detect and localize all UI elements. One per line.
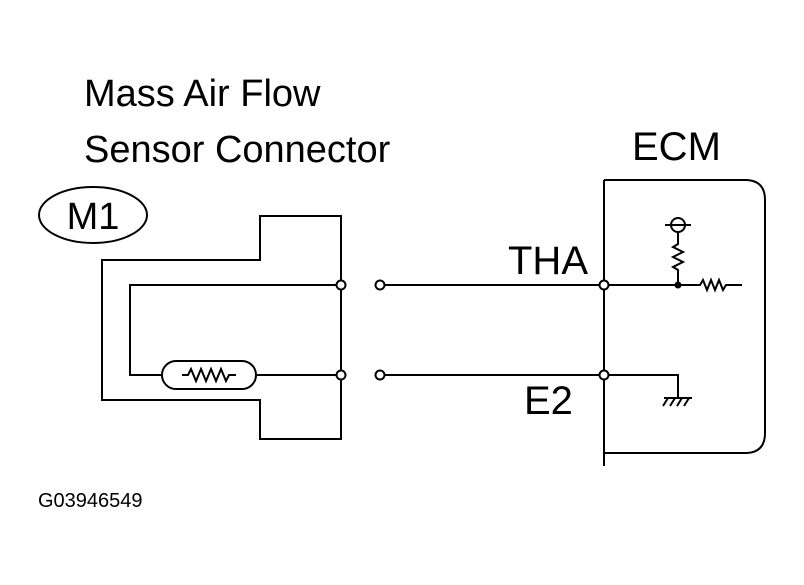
pin-label-e2: E2 [524,379,573,423]
harness-terminal-tha [374,279,386,291]
connector-code-badge: M1 [38,186,148,244]
sensor-tha-wire [129,284,341,376]
connector-housing [101,215,342,440]
harness-terminal-e2 [374,369,386,381]
connector-title-line2: Sensor Connector [84,129,391,171]
thermistor-resistor-icon [182,366,236,384]
ecm-e2-line [609,374,679,398]
connector-terminal-e2 [335,369,347,381]
connector-code: M1 [67,196,120,238]
pin-label-tha: THA [508,239,588,283]
ecm-terminal-e2 [598,369,610,381]
thermistor [161,360,257,390]
ecm-terminal-tha [598,279,610,291]
ecm-series-resistor-icon [678,277,742,293]
ecm-pullup-resistor-icon [670,236,686,285]
connector-code-ellipse [38,186,148,244]
connector-title-line1: Mass Air Flow [84,73,321,115]
ecm-label: ECM [632,125,721,169]
connector-terminal-tha [335,279,347,291]
ecm-box [604,179,766,454]
ground-icon [662,397,692,407]
figure-code: G03946549 [38,490,143,512]
